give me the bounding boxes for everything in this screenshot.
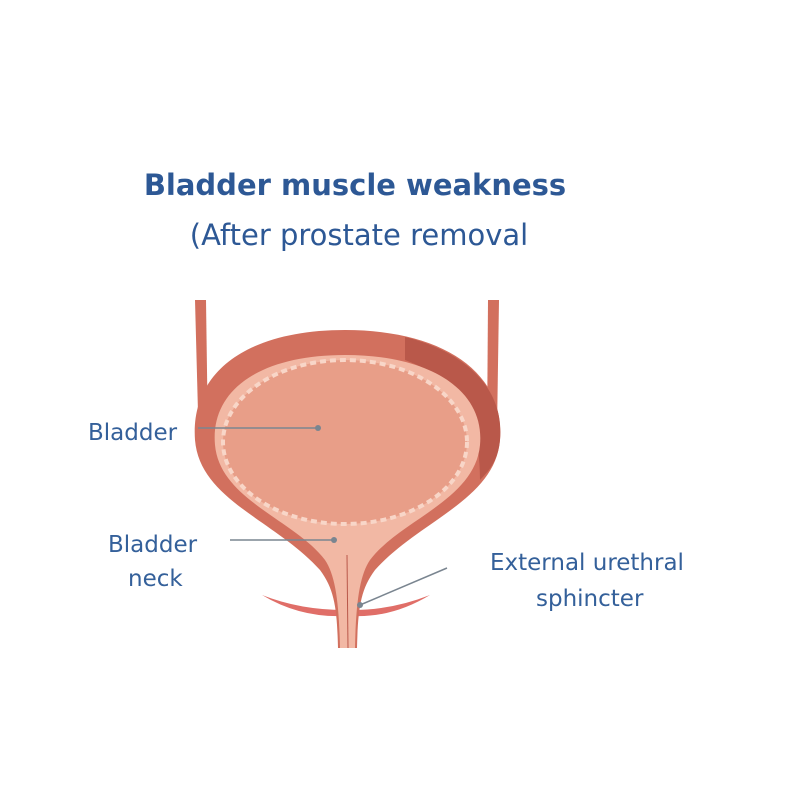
neck-leader-dot: [331, 537, 337, 543]
sphincter-leader: [359, 567, 448, 606]
label-bladder-neck-1: Bladder: [108, 532, 198, 558]
urethra-line: [346, 554, 349, 649]
label-sphincter-2: sphincter: [536, 586, 644, 612]
sphincter-leader-dot: [357, 602, 363, 608]
bladder-wall-shade: [405, 337, 501, 480]
sphincter-left: [262, 595, 345, 617]
label-bladder: Bladder: [88, 420, 178, 446]
subtitle: (After prostate removal: [189, 218, 529, 252]
sphincter-right: [352, 595, 430, 617]
label-bladder-neck-2: neck: [128, 566, 183, 592]
bladder-leader-dot: [315, 425, 321, 431]
label-sphincter-1: External urethral: [490, 550, 684, 576]
title: Bladder muscle weakness: [143, 168, 567, 202]
bladder-lumen: [221, 358, 469, 526]
